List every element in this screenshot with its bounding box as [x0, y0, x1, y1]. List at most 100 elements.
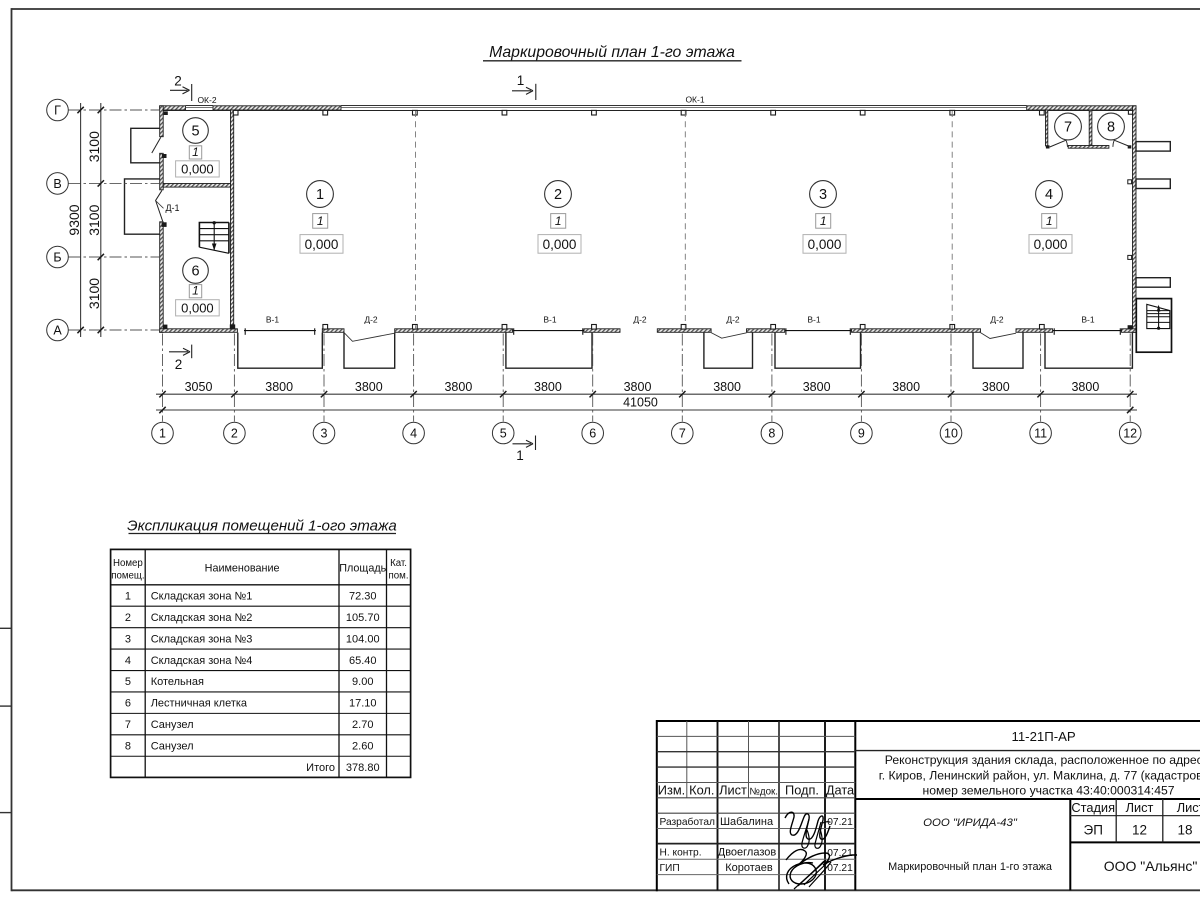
svg-text:18: 18 [1177, 822, 1192, 837]
svg-text:Номер: Номер [113, 558, 143, 569]
svg-text:Лист: Лист [1126, 800, 1154, 815]
svg-text:4: 4 [125, 655, 131, 667]
svg-text:8: 8 [125, 741, 131, 753]
svg-text:3800: 3800 [803, 380, 831, 394]
svg-text:Г: Г [54, 104, 61, 118]
svg-text:1: 1 [516, 448, 524, 463]
svg-text:2.60: 2.60 [352, 741, 373, 753]
svg-text:10: 10 [944, 427, 958, 441]
svg-text:г. Киров, Ленинский район, ул.: г. Киров, Ленинский район, ул. Маклина, … [879, 769, 1200, 783]
svg-text:07.21: 07.21 [827, 848, 853, 859]
svg-text:Разработал: Разработал [660, 816, 716, 828]
svg-text:3050: 3050 [185, 380, 213, 394]
svg-text:104.00: 104.00 [346, 633, 380, 645]
svg-text:9: 9 [858, 427, 865, 441]
svg-text:0,000: 0,000 [305, 237, 339, 252]
svg-text:Маркировочный план 1-го этажа: Маркировочный план 1-го этажа [888, 861, 1053, 873]
svg-text:8: 8 [1107, 120, 1115, 136]
svg-text:3100: 3100 [86, 131, 102, 162]
svg-text:Дата: Дата [826, 782, 855, 797]
svg-text:3: 3 [819, 187, 827, 203]
svg-text:12: 12 [1123, 427, 1137, 441]
svg-text:6: 6 [125, 698, 131, 710]
svg-text:3100: 3100 [86, 204, 102, 235]
svg-text:1: 1 [555, 214, 562, 228]
svg-text:2: 2 [175, 357, 183, 372]
svg-text:Итого: Итого [306, 762, 335, 774]
svg-text:Складская зона №3: Складская зона №3 [151, 633, 253, 645]
svg-text:Реконструкция здания склада, р: Реконструкция здания склада, расположенн… [885, 753, 1200, 767]
svg-text:Наименование: Наименование [205, 563, 280, 575]
svg-text:В-1: В-1 [543, 315, 557, 325]
svg-text:Б: Б [53, 251, 61, 265]
svg-text:378.80: 378.80 [346, 762, 380, 774]
svg-text:Д-1: Д-1 [165, 203, 179, 213]
svg-text:12: 12 [1132, 822, 1147, 837]
svg-text:5: 5 [500, 427, 507, 441]
svg-text:А: А [53, 324, 62, 338]
svg-text:7: 7 [125, 719, 131, 731]
svg-text:3800: 3800 [265, 380, 293, 394]
svg-text:1: 1 [159, 427, 166, 441]
svg-text:Н. контр.: Н. контр. [660, 848, 702, 859]
svg-text:ОК-1: ОК-1 [685, 95, 704, 105]
svg-text:Санузел: Санузел [151, 719, 194, 731]
svg-text:4: 4 [1045, 187, 1053, 203]
svg-text:72.30: 72.30 [349, 591, 377, 603]
svg-text:0,000: 0,000 [181, 300, 214, 315]
svg-text:1: 1 [192, 284, 199, 298]
svg-text:Д-2: Д-2 [633, 315, 647, 325]
svg-text:07.21: 07.21 [827, 863, 853, 874]
svg-text:1: 1 [316, 187, 324, 203]
svg-text:7: 7 [1064, 120, 1072, 136]
svg-text:1: 1 [192, 145, 199, 159]
svg-text:3800: 3800 [355, 380, 383, 394]
svg-text:3800: 3800 [713, 380, 741, 394]
svg-text:Котельная: Котельная [151, 676, 204, 688]
svg-text:11: 11 [1034, 427, 1047, 441]
svg-text:Складская зона №4: Складская зона №4 [151, 655, 253, 667]
svg-text:0,000: 0,000 [543, 237, 577, 252]
svg-text:3800: 3800 [534, 380, 562, 394]
svg-text:Кат.: Кат. [390, 558, 407, 569]
svg-text:ООО "Альянс": ООО "Альянс" [1104, 858, 1198, 874]
svg-text:9300: 9300 [66, 204, 82, 235]
svg-text:3800: 3800 [1071, 380, 1099, 394]
svg-text:6: 6 [589, 427, 596, 441]
svg-text:3800: 3800 [444, 380, 472, 394]
svg-text:2.70: 2.70 [352, 719, 373, 731]
svg-text:Стадия: Стадия [1071, 800, 1115, 815]
svg-text:В-1: В-1 [807, 315, 821, 325]
svg-text:Складская зона №2: Складская зона №2 [151, 612, 253, 624]
svg-text:07.21: 07.21 [827, 817, 853, 828]
svg-text:3100: 3100 [86, 278, 102, 309]
svg-text:помещ.: помещ. [111, 571, 144, 582]
svg-text:9.00: 9.00 [352, 676, 373, 688]
svg-text:В: В [53, 177, 61, 191]
svg-text:1: 1 [517, 73, 525, 88]
svg-text:0,000: 0,000 [181, 162, 214, 177]
svg-text:ООО "ИРИДА-43": ООО "ИРИДА-43" [923, 817, 1018, 829]
svg-text:3: 3 [125, 633, 131, 645]
svg-text:Шабалина: Шабалина [720, 816, 774, 828]
svg-text:1: 1 [125, 591, 131, 603]
svg-text:Экспликация помещений 1-ого эт: Экспликация помещений 1-ого этажа [127, 518, 397, 535]
svg-text:3800: 3800 [982, 380, 1010, 394]
svg-text:Лист: Лист [719, 782, 747, 797]
svg-text:Д-2: Д-2 [364, 315, 378, 325]
svg-text:Складская зона №1: Складская зона №1 [151, 591, 253, 603]
svg-text:3: 3 [321, 427, 328, 441]
svg-text:Лестничная клетка: Лестничная клетка [151, 698, 248, 710]
svg-text:Площадь: Площадь [339, 563, 386, 575]
svg-text:ЭП: ЭП [1083, 822, 1102, 837]
svg-text:0,000: 0,000 [808, 237, 842, 252]
svg-text:В-1: В-1 [1081, 315, 1095, 325]
svg-text:6: 6 [191, 264, 199, 280]
svg-text:В-1: В-1 [266, 315, 280, 325]
svg-text:3800: 3800 [892, 380, 920, 394]
svg-text:65.40: 65.40 [349, 655, 377, 667]
svg-text:1: 1 [1046, 214, 1053, 228]
svg-text:Листов: Листов [1177, 800, 1200, 815]
svg-text:2: 2 [554, 187, 562, 203]
svg-text:11-21П-АР: 11-21П-АР [1011, 729, 1075, 744]
